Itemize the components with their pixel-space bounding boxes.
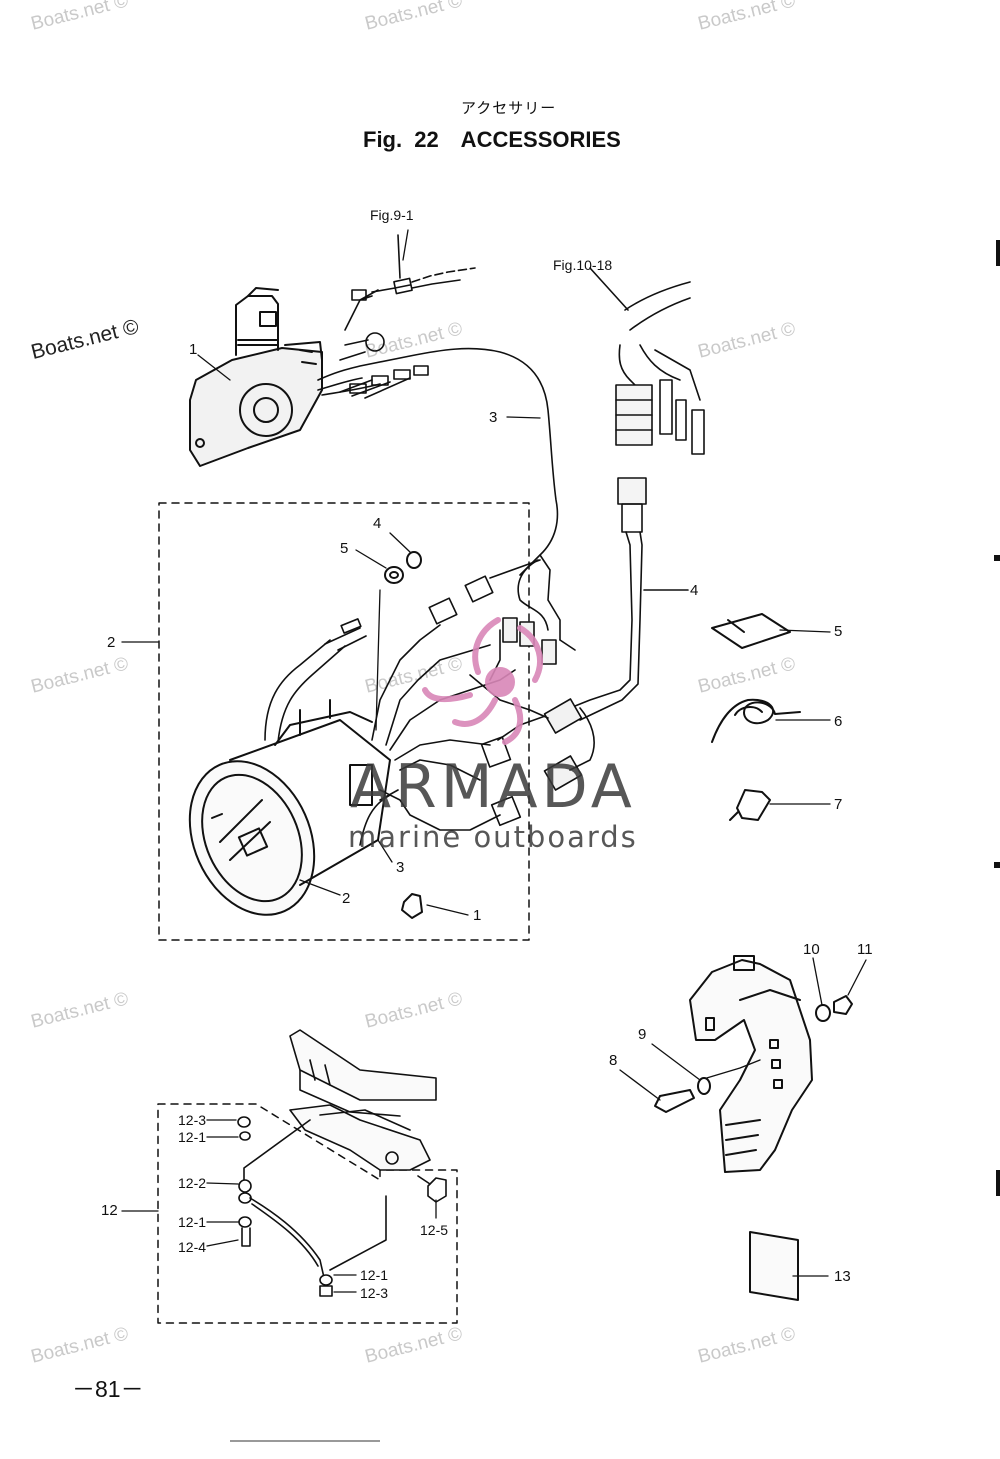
callout-10: 10 [803, 941, 820, 958]
nut-washer-parts [375, 551, 423, 919]
callout-13: 13 [834, 1268, 851, 1285]
callout-7: 7 [834, 796, 843, 813]
callout-12-2: 12-2 [178, 1175, 207, 1191]
ground-lead-parts [237, 1116, 447, 1297]
callout-2c: 2 [342, 890, 351, 907]
callout-12: 12 [101, 1202, 118, 1219]
callout-12-3b: 12-3 [360, 1285, 389, 1301]
callout-1b: 1 [473, 907, 482, 924]
remote-harness [317, 234, 561, 641]
edge-mark [996, 1170, 1000, 1196]
engine-mount-area [289, 1029, 437, 1171]
callout-12-1c: 12-1 [360, 1267, 389, 1283]
right-small-parts [711, 613, 801, 821]
reference-fig-9-1: Fig.9-1 [370, 207, 414, 223]
callout-12-4: 12-4 [178, 1239, 207, 1255]
armada-propeller-logo [422, 617, 543, 745]
remote-control-box [189, 287, 323, 467]
leader-lines [121, 229, 867, 1293]
figure-title: Fig. 22 ACCESSORIES [363, 127, 621, 152]
callout-9: 9 [638, 1026, 647, 1043]
callout-6: 6 [834, 713, 843, 730]
scan-artifact-line [230, 1440, 380, 1442]
callout-4b: 4 [690, 582, 699, 599]
mounting-bracket [654, 955, 853, 1173]
group-box-ground-lead [157, 1103, 458, 1324]
callout-3c: 3 [396, 859, 405, 876]
reference-fig-10-18: Fig.10-18 [553, 257, 613, 273]
edge-mark [996, 240, 1000, 266]
callout-5b: 5 [834, 623, 843, 640]
callout-12-1a: 12-1 [178, 1129, 207, 1145]
callout-3: 3 [489, 409, 498, 426]
figure-subtitle-jp: アクセサリー [461, 100, 557, 117]
armada-logo-word: ARMADA [350, 752, 636, 822]
callout-1: 1 [189, 341, 198, 358]
extension-cable [569, 477, 689, 721]
callout-12-5: 12-5 [420, 1222, 449, 1238]
armada-logo-tagline: marine outboards [348, 820, 638, 854]
callout-8: 8 [609, 1052, 618, 1069]
hose-assembly [589, 267, 705, 455]
callout-4: 4 [373, 515, 382, 532]
page-number: －81－ [72, 1376, 144, 1402]
callout-12-3a: 12-3 [178, 1112, 207, 1128]
label-plate [749, 1231, 799, 1301]
callout-11: 11 [857, 941, 873, 958]
callout-2: 2 [107, 634, 116, 651]
edge-mark [994, 555, 1000, 561]
callout-5: 5 [340, 540, 349, 557]
edge-mark [994, 862, 1000, 868]
callout-12-1b: 12-1 [178, 1214, 207, 1230]
gauge-assembly [188, 699, 391, 916]
